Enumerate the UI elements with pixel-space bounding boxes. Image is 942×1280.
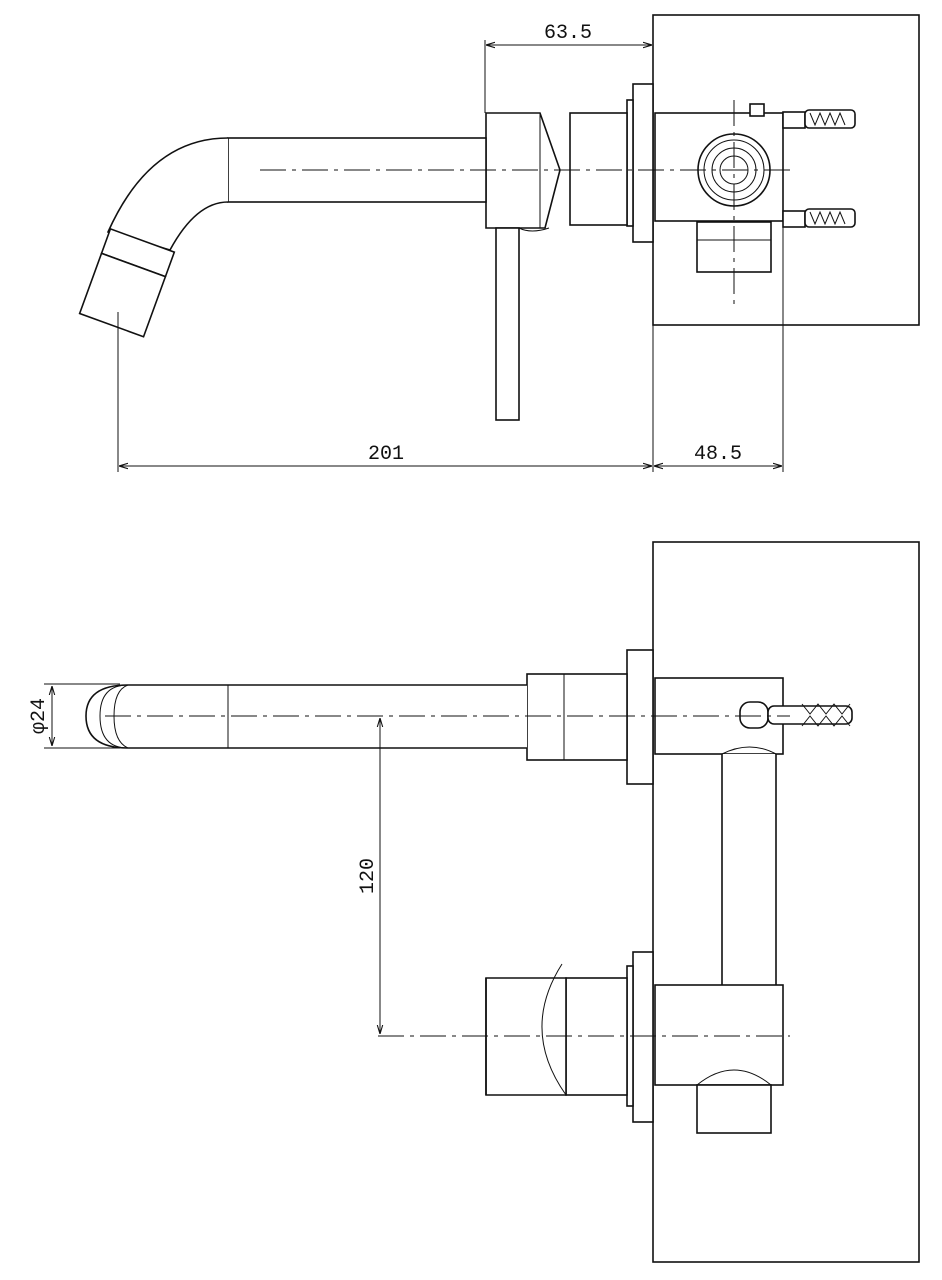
top-lever-handle (495, 227, 520, 421)
top-view: 63.5 201 48.5 (78, 14, 920, 472)
dimension-spout-diameter: φ24 (28, 683, 120, 749)
label-body-depth: 48.5 (694, 443, 742, 466)
bottom-spout-collar (526, 673, 628, 761)
dimension-top-wall-depth: 63.5 (486, 22, 652, 45)
label-spout-reach: 201 (368, 443, 404, 466)
dimension-spout-reach: 201 (119, 443, 652, 466)
bottom-wall-anchor (739, 701, 853, 729)
top-wall-anchor-upper (782, 109, 856, 129)
bottom-valve-body (654, 677, 853, 1134)
top-spout-aerator (78, 227, 176, 338)
top-spout-bend (106, 137, 229, 251)
dimension-handle-spacing: 120 (357, 718, 380, 1034)
bottom-wall-block (652, 541, 920, 1263)
bottom-handle (485, 963, 628, 1096)
bottom-view: φ24 120 (28, 541, 920, 1263)
bottom-handle-flange (632, 951, 654, 1123)
bottom-spout-flange (626, 649, 654, 785)
top-valve-body (654, 100, 856, 305)
label-handle-spacing: 120 (357, 858, 380, 894)
label-top-wall-depth: 63.5 (544, 22, 592, 45)
top-wall-flange (632, 83, 654, 243)
dimension-body-depth: 48.5 (654, 443, 782, 466)
top-wall-anchor-lower (782, 208, 856, 228)
top-spout-collar (569, 112, 628, 226)
label-spout-diameter: φ24 (28, 698, 51, 734)
